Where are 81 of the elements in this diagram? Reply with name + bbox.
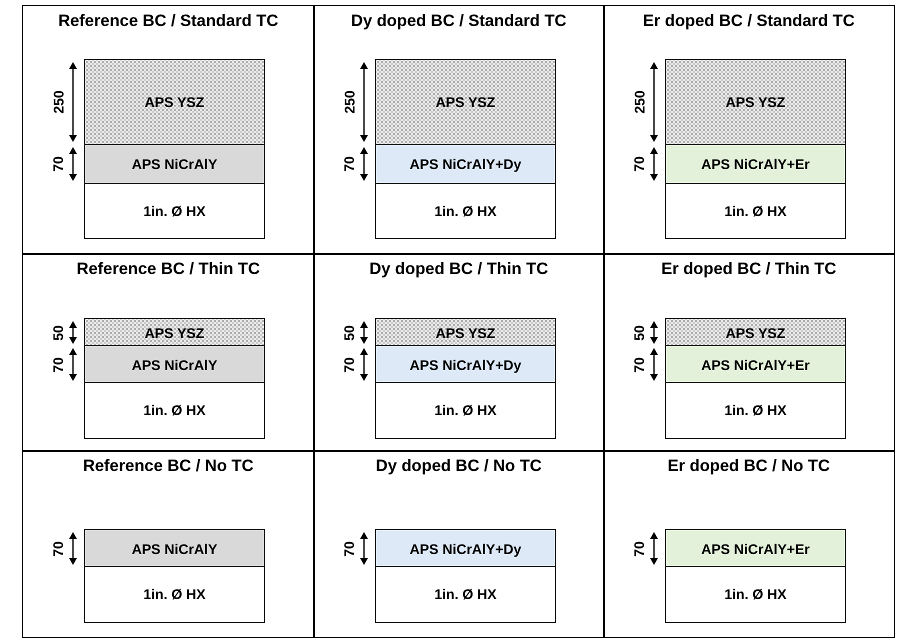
bondcoat-layer [84, 345, 265, 384]
table-cell [603, 5, 894, 254]
bondcoat-layer [375, 345, 556, 384]
substrate-block [665, 382, 846, 438]
layer-label: APS YSZ [144, 94, 206, 110]
table-cell [603, 253, 894, 452]
layer-label: APS YSZ [724, 324, 786, 341]
bondcoat-layer [375, 529, 556, 568]
cell-heading: Er doped BC / Standard TC [642, 12, 856, 31]
topcoat-layer [665, 59, 846, 146]
layer-label: APS NiCrAlY+Dy [408, 156, 522, 172]
thickness-label: 70 [630, 540, 647, 556]
table-cell [313, 5, 604, 254]
cell-heading: Er doped BC / No TC [666, 457, 831, 476]
layer-label: APS NiCrAlY [130, 356, 218, 373]
layer-label: 1in. Ø HX [723, 586, 788, 602]
layer-label: APS NiCrAlY+Er [700, 156, 811, 172]
topcoat-layer [84, 59, 265, 146]
bondcoat-layer [665, 144, 846, 184]
layer-label: APS YSZ [144, 324, 206, 341]
layer-label: 1in. Ø HX [142, 586, 207, 602]
table-cell [313, 450, 604, 638]
cell-heading: Reference BC / No TC [82, 457, 255, 476]
cell-heading: Dy doped BC / No TC [374, 457, 543, 476]
substrate-block [375, 382, 556, 438]
layer-label: 1in. Ø HX [433, 586, 498, 602]
bondcoat-layer [84, 144, 265, 184]
layer-label: 1in. Ø HX [723, 202, 788, 219]
thickness-label: 70 [340, 356, 357, 372]
layer-label: APS NiCrAlY+Er [700, 356, 811, 373]
thickness-label: 50 [630, 324, 647, 340]
layer-label: 1in. Ø HX [433, 402, 498, 418]
bondcoat-layer [84, 529, 265, 568]
cell-heading: Reference BC / Standard TC [57, 12, 280, 31]
cell-heading: Dy doped BC / Thin TC [368, 260, 550, 279]
thickness-label: 70 [340, 156, 357, 172]
substrate-block [84, 183, 265, 238]
substrate-block [665, 183, 846, 238]
layer-label: 1in. Ø HX [142, 402, 207, 418]
substrate-block [375, 566, 556, 622]
layer-label: APS NiCrAlY+Dy [408, 356, 522, 373]
thickness-label: 70 [630, 356, 647, 372]
thickness-label: 250 [50, 90, 66, 114]
thickness-label: 250 [631, 90, 648, 114]
topcoat-layer [84, 318, 265, 348]
substrate-block [665, 566, 846, 622]
cell-heading: Dy doped BC / Standard TC [350, 12, 568, 31]
bondcoat-layer [375, 144, 556, 184]
cell-heading: Er doped BC / Thin TC [660, 260, 838, 279]
table-cell [603, 450, 894, 638]
substrate-block [84, 382, 265, 438]
thickness-label: 50 [50, 324, 66, 340]
bondcoat-layer [665, 529, 846, 568]
layer-label: APS NiCrAlY [130, 156, 218, 172]
layer-label: 1in. Ø HX [433, 202, 498, 219]
thickness-label: 50 [340, 324, 357, 340]
thickness-label: 70 [50, 540, 66, 556]
thickness-label: 250 [341, 90, 358, 114]
layer-label: 1in. Ø HX [142, 202, 207, 219]
topcoat-layer [375, 318, 556, 348]
thickness-label: 70 [630, 156, 647, 172]
substrate-block [375, 183, 556, 238]
thickness-label: 70 [340, 540, 357, 556]
table-cell [22, 5, 314, 254]
layer-label: 1in. Ø HX [723, 402, 788, 418]
layer-label: APS YSZ [434, 324, 496, 341]
substrate-block [84, 566, 265, 622]
layer-label: APS YSZ [434, 94, 496, 110]
table-cell [22, 253, 314, 452]
table-cell [313, 253, 604, 452]
layer-label: APS YSZ [724, 94, 786, 110]
thickness-label: 70 [50, 356, 66, 372]
topcoat-layer [665, 318, 846, 348]
layer-label: APS NiCrAlY+Er [700, 540, 811, 557]
table-cell [22, 450, 314, 638]
thickness-label: 70 [50, 156, 66, 172]
cell-heading: Reference BC / Thin TC [76, 260, 261, 279]
topcoat-layer [375, 59, 556, 146]
bondcoat-layer [665, 345, 846, 384]
layer-label: APS NiCrAlY [130, 540, 218, 557]
layer-label: APS NiCrAlY+Dy [408, 540, 522, 557]
